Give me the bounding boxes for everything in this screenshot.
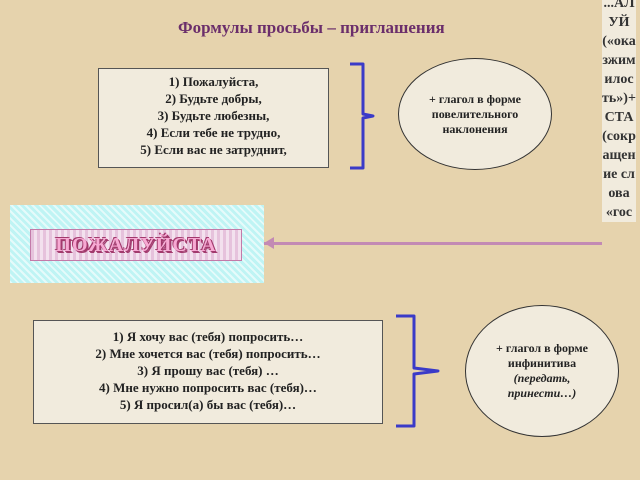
grammar-note-imperative: + глагол в форме повелительного наклонен…	[398, 58, 552, 170]
phrase-line: 5) Если вас не затруднит,	[140, 142, 287, 157]
phrase-line: 1) Я хочу вас (тебя) попросить…	[112, 329, 304, 344]
brace-icon	[396, 314, 440, 428]
connector-arrow-icon	[264, 237, 274, 249]
phrase-line: 2) Мне хочется вас (тебя) попросить…	[95, 346, 321, 361]
side-column-text: ...АЛУЙ («оказжимилость»)+СТА (сокращени…	[602, 0, 636, 222]
banner-image: ПОЖАЛУЙСТА	[10, 205, 264, 283]
phrase-line: 4) Мне нужно попросить вас (тебя)…	[99, 380, 317, 395]
brace-icon	[350, 62, 375, 170]
page-title: Формулы просьбы – приглашения	[178, 18, 445, 37]
banner-label: ПОЖАЛУЙСТА	[30, 229, 242, 261]
grammar-note-infinitive: + глагол в форме инфинитива (передать, п…	[465, 305, 619, 437]
phrase-line: 5) Я просил(а) бы вас (тебя)…	[119, 397, 297, 412]
grammar-note-text: + глагол в форме повелительного наклонен…	[429, 91, 521, 136]
grammar-note-examples: (передать, принести…)	[507, 371, 577, 400]
phrase-line: 1) Пожалуйста,	[168, 74, 259, 89]
connector-line	[264, 242, 602, 245]
phrases-box-imperative: 1) Пожалуйста, 2) Будьте добры, 3) Будьт…	[98, 68, 329, 168]
phrase-line: 3) Я прошу вас (тебя) …	[137, 363, 279, 378]
phrase-line: 3) Будьте любезны,	[157, 108, 270, 123]
grammar-note-text: + глагол в форме инфинитива	[496, 341, 588, 370]
phrase-line: 2) Будьте добры,	[165, 91, 262, 106]
phrase-line: 4) Если тебе не трудно,	[146, 125, 281, 140]
phrases-box-infinitive: 1) Я хочу вас (тебя) попросить… 2) Мне х…	[33, 320, 383, 424]
